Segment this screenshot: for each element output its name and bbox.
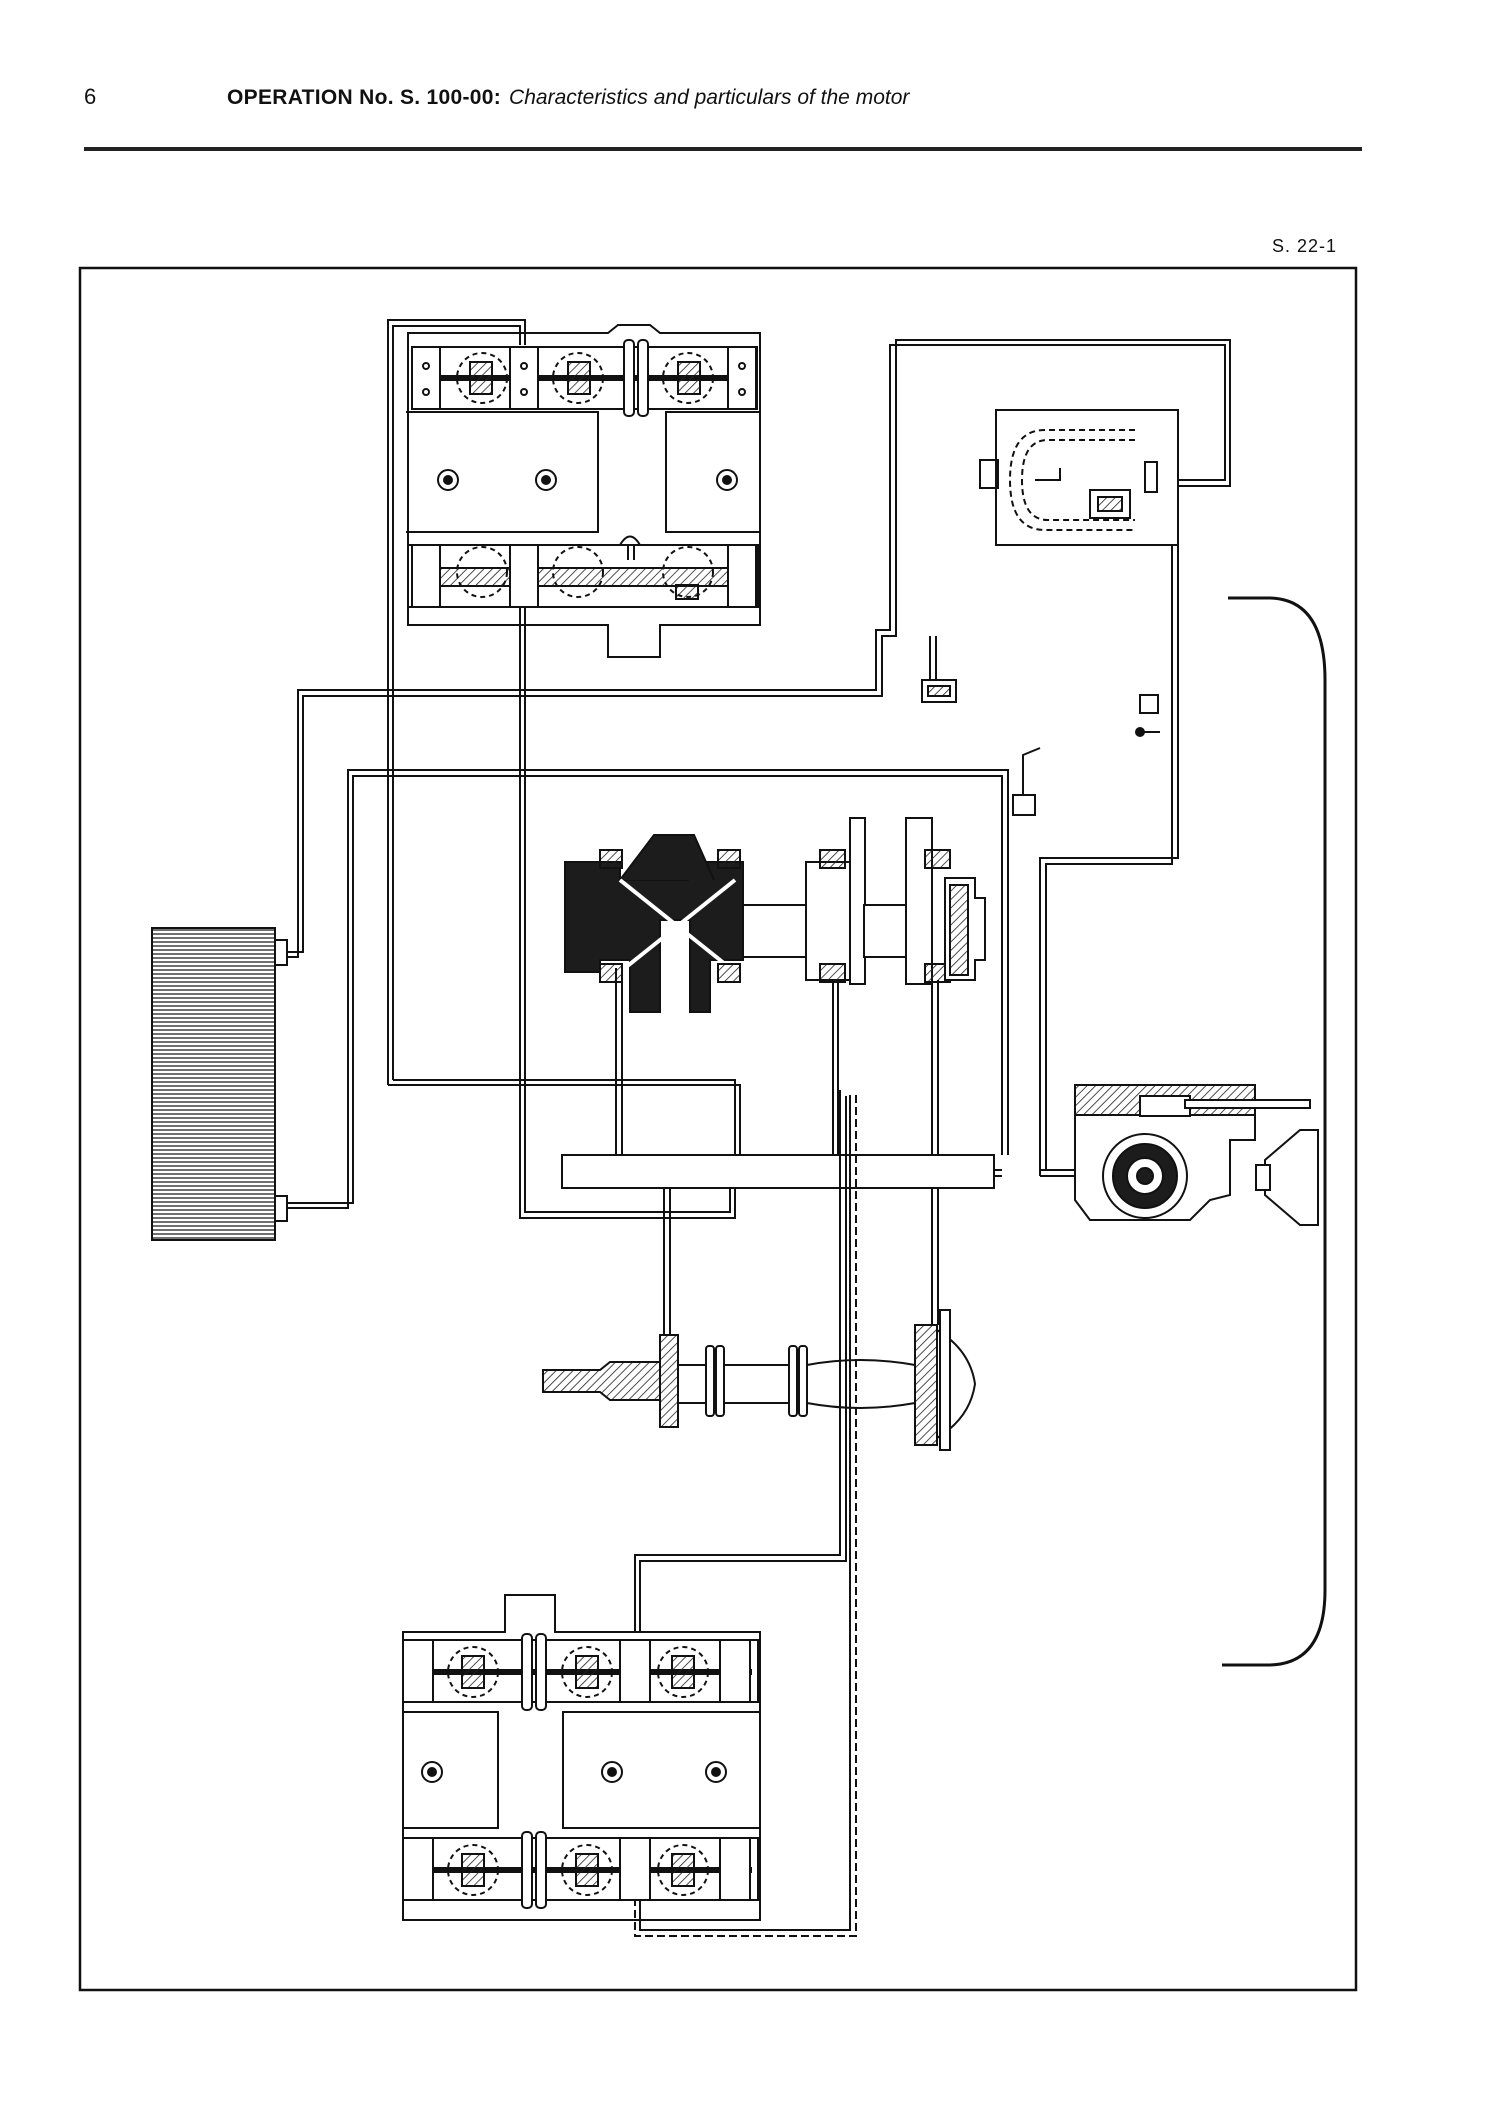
auxiliary-shaft [542, 1309, 977, 1451]
diagram-frame [78, 266, 1358, 1992]
upper-cylinder-head [406, 324, 761, 658]
oil-pump [1074, 1084, 1319, 1226]
oil-gallery [561, 1154, 995, 1189]
lower-cylinder-head [402, 1594, 761, 1921]
operation-code: OPERATION No. S. 100-00: [227, 86, 502, 109]
section-bracket [1222, 596, 1327, 1667]
page-number: 6 [84, 84, 97, 109]
page-header: OPERATION No. S. 100-00: Characteristics … [227, 86, 909, 110]
operation-description: Characteristics and particulars of the m… [509, 86, 910, 109]
header-rule [84, 147, 1362, 151]
oil-filter-unit [979, 409, 1179, 546]
oil-pressure-switch [921, 679, 1160, 816]
oil-pipes [287, 319, 1231, 1937]
crankcase-section [564, 817, 986, 1013]
oil-cooler [151, 927, 288, 1241]
figure-code: S. 22-1 [1272, 236, 1338, 256]
page-edge-marks [1460, 0, 1500, 2121]
